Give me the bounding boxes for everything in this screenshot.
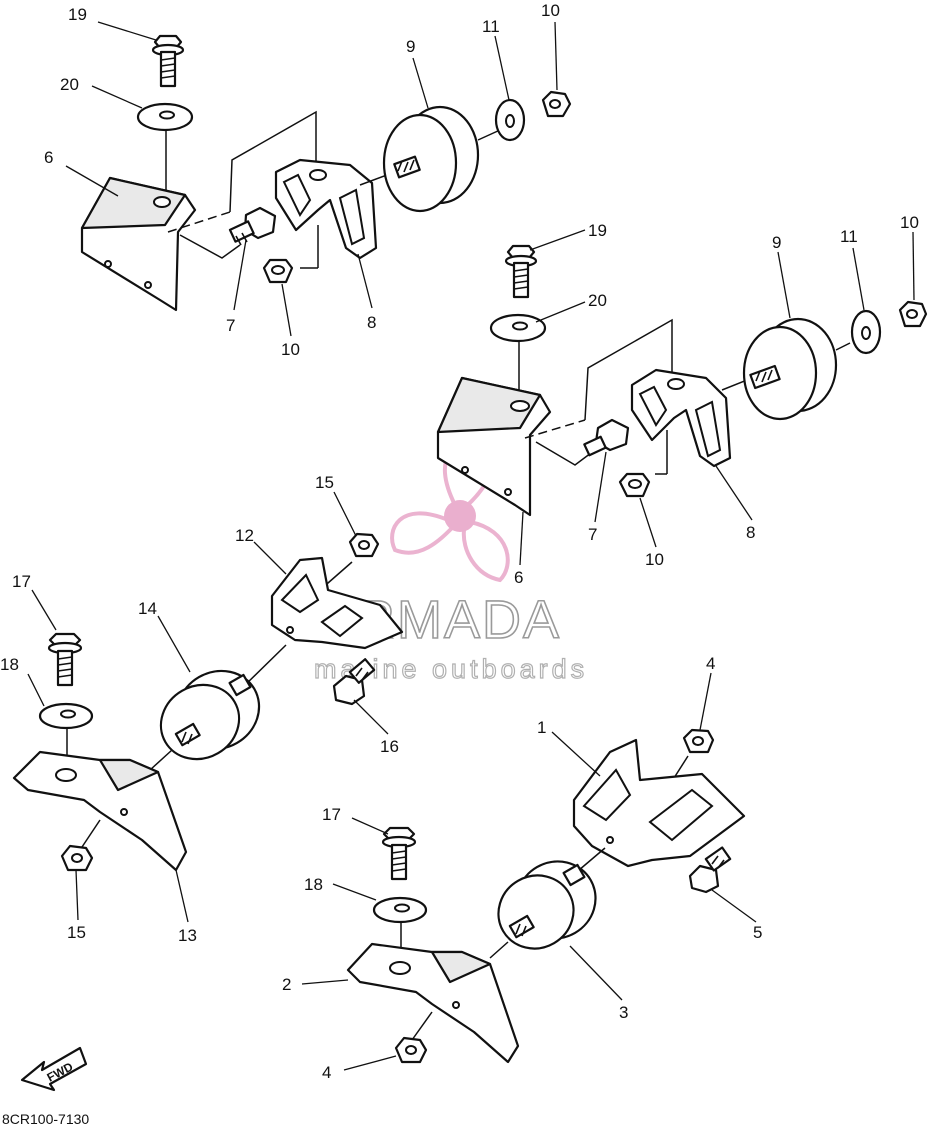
callout-20: 20 xyxy=(60,75,79,94)
flange-bolt xyxy=(332,658,376,706)
callout-8: 8 xyxy=(746,523,755,542)
propeller-hub xyxy=(444,500,476,532)
mount-bracket-plate xyxy=(630,368,732,468)
spring-washer xyxy=(494,98,526,142)
callout-12: 12 xyxy=(235,526,254,545)
leader-lines xyxy=(27,21,915,1071)
callout-17: 17 xyxy=(322,805,341,824)
callout-16: 16 xyxy=(380,737,399,756)
flat-washer xyxy=(489,313,547,343)
callout-11: 11 xyxy=(482,17,500,36)
callout-15: 15 xyxy=(67,923,86,942)
flange-nut xyxy=(394,1036,428,1064)
callout-numbers: 19 20 6 9 11 10 7 10 8 19 20 9 11 10 7 1… xyxy=(0,1,919,1082)
flange-bolt xyxy=(688,846,732,894)
rubber-mount xyxy=(159,669,261,761)
callout-17: 17 xyxy=(12,572,31,591)
flat-washer xyxy=(38,702,94,730)
flange-bolt xyxy=(583,418,630,457)
callout-4: 4 xyxy=(706,654,715,673)
flange-nut xyxy=(898,300,928,328)
callout-4: 4 xyxy=(322,1063,331,1082)
callout-9: 9 xyxy=(772,233,781,252)
callout-14: 14 xyxy=(138,599,157,618)
mounting-bracket xyxy=(80,176,197,312)
flange-bolt xyxy=(151,34,185,88)
rear-mount-bracket xyxy=(346,942,520,1064)
flange-bolt xyxy=(381,826,417,881)
callout-8: 8 xyxy=(367,313,376,332)
callout-2: 2 xyxy=(282,975,291,994)
callout-18: 18 xyxy=(0,655,19,674)
callout-1: 1 xyxy=(537,718,546,737)
callout-19: 19 xyxy=(68,5,87,24)
flange-nut xyxy=(262,258,294,284)
callout-5: 5 xyxy=(753,923,762,942)
flat-washer xyxy=(372,896,428,924)
callout-10: 10 xyxy=(645,550,664,569)
upper-left-mount-group xyxy=(80,34,572,312)
front-mount-bracket xyxy=(572,738,746,868)
callout-19: 19 xyxy=(588,221,607,240)
callout-18: 18 xyxy=(304,875,323,894)
flange-nut xyxy=(60,844,94,872)
spring-washer xyxy=(850,309,882,355)
callout-11: 11 xyxy=(840,227,858,246)
flange-nut xyxy=(348,532,380,558)
upper-right-mount-group xyxy=(436,244,928,517)
flange-bolt xyxy=(228,206,277,246)
flat-washer xyxy=(136,102,194,132)
rubber-mount xyxy=(382,105,480,213)
flange-nut xyxy=(682,728,715,754)
rubber-mount xyxy=(742,317,838,421)
callout-6: 6 xyxy=(514,568,523,587)
callout-7: 7 xyxy=(588,525,597,544)
armada-watermark: ARMADA marine outboards xyxy=(313,443,585,685)
callout-6: 6 xyxy=(44,148,53,167)
rubber-mount xyxy=(497,860,597,950)
lower-right-mount-group xyxy=(346,728,746,1064)
callout-15: 15 xyxy=(315,473,334,492)
flange-bolt xyxy=(504,244,538,299)
callout-13: 13 xyxy=(178,926,197,945)
drawing-code: 8CR100-7130 xyxy=(2,1111,89,1127)
callout-20: 20 xyxy=(588,291,607,310)
mounting-bracket xyxy=(436,376,552,517)
flange-nut xyxy=(618,472,651,498)
lower-bracket xyxy=(270,556,404,650)
forward-direction-arrow: FWD xyxy=(20,1046,88,1092)
callout-9: 9 xyxy=(406,37,415,56)
callout-10: 10 xyxy=(281,340,300,359)
flange-bolt xyxy=(47,632,83,687)
mount-bracket-plate xyxy=(274,158,378,260)
callout-3: 3 xyxy=(619,1003,628,1022)
lower-left-mount-group xyxy=(12,532,404,872)
callout-7: 7 xyxy=(226,316,235,335)
callout-10: 10 xyxy=(900,213,919,232)
flange-nut xyxy=(541,90,572,118)
callout-10: 10 xyxy=(541,1,560,20)
lower-mount-bracket xyxy=(12,750,188,872)
